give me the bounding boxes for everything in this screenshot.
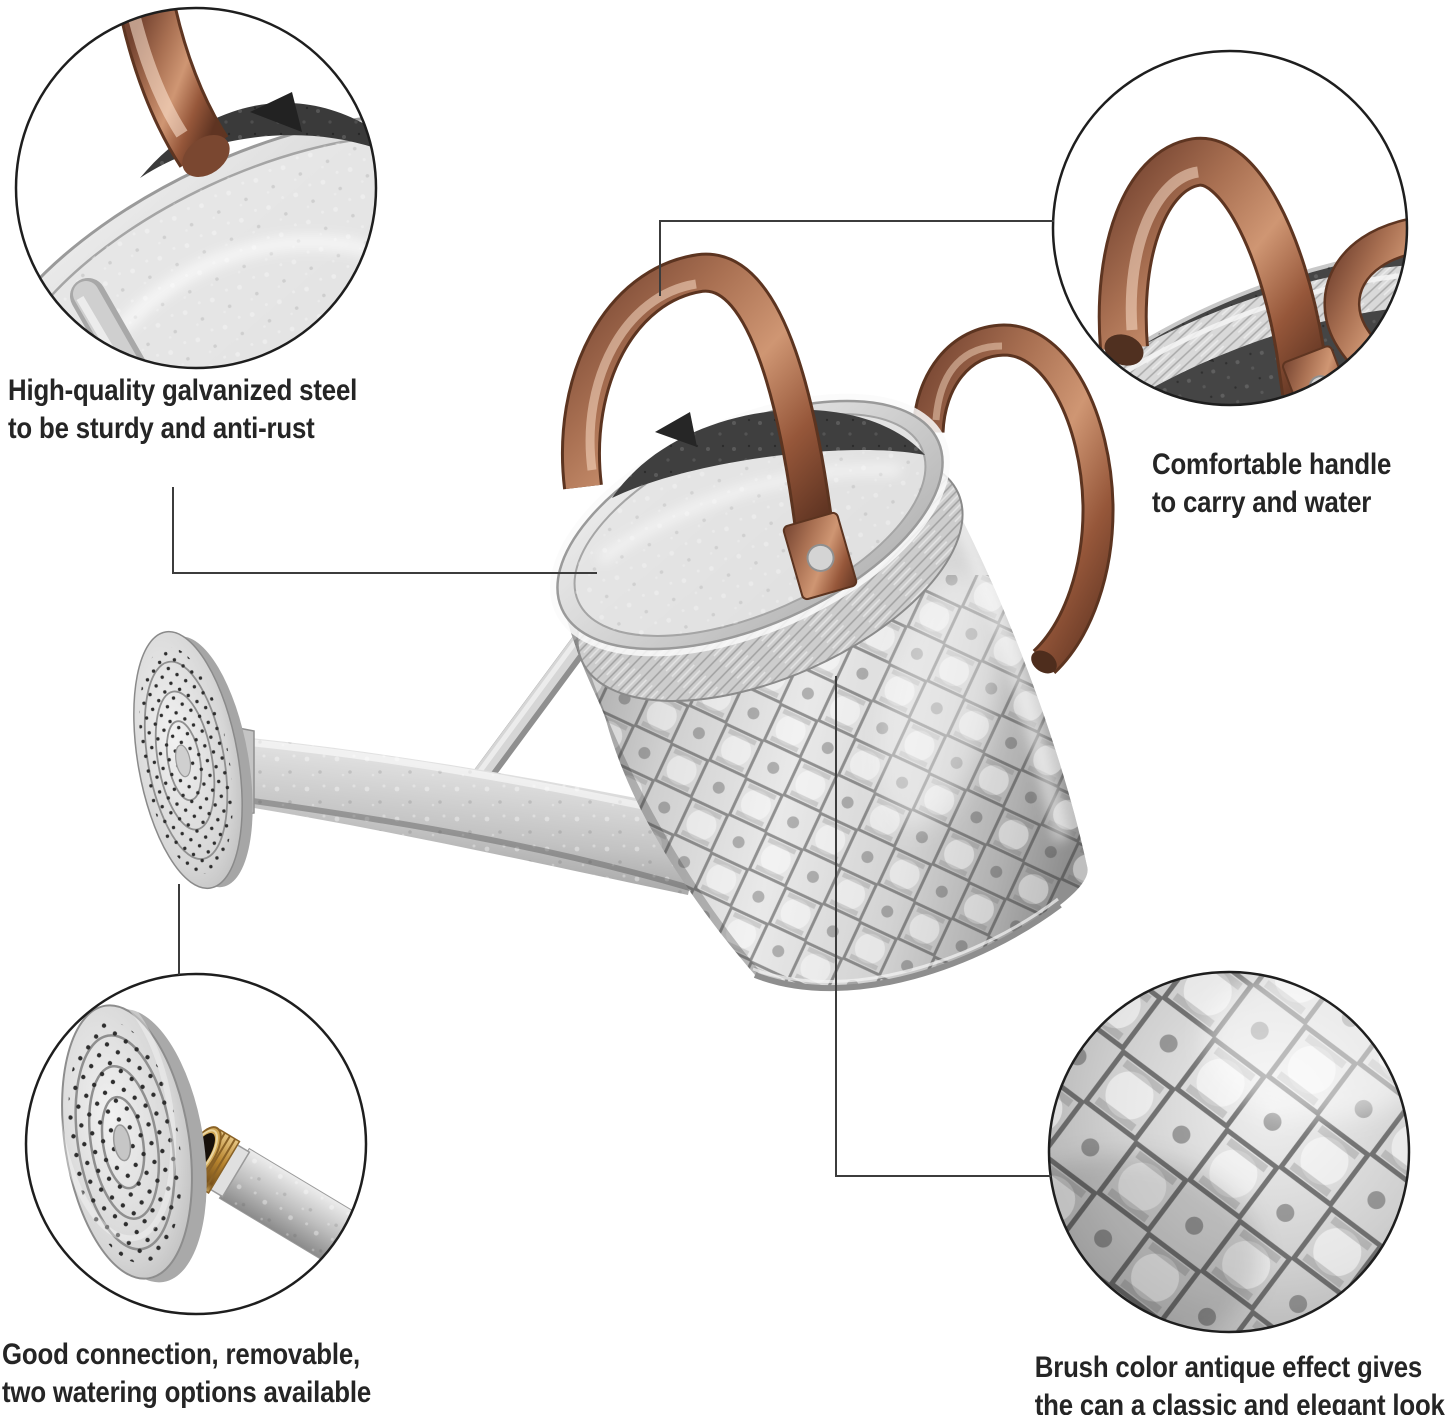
zoom-circle-texture: [1047, 970, 1411, 1334]
zoomed-comfort-handle: [1097, 136, 1331, 396]
zoom-circle-can-top: [14, 6, 378, 370]
callout-galvanized-steel: High-quality galvanized steel to be stur…: [8, 372, 357, 448]
back-handle: [911, 323, 1115, 675]
callout-line: to carry and water: [1152, 486, 1372, 519]
sprinkler-rose: [133, 630, 253, 890]
can-top-surface: [550, 393, 950, 657]
callout-antique-finish: Brush color antique effect gives the can…: [1035, 1349, 1445, 1415]
magnifier-ring-top-left: [14, 6, 378, 370]
bottom-rim: [753, 902, 1062, 992]
rivet: [806, 543, 835, 572]
handle-bracket: [782, 511, 858, 601]
leader-galvanized: [172, 487, 597, 574]
top-handle: [560, 252, 858, 601]
callout-line: Brush color antique effect gives: [1035, 1351, 1423, 1384]
leader-finish: [835, 676, 1051, 1177]
callout-line: the can a classic and elegant look: [1035, 1389, 1445, 1415]
zoom-circle-connection: [24, 972, 368, 1316]
callout-line: two watering options available: [2, 1376, 372, 1409]
zoomed-sprinkler-rose: [52, 985, 207, 1283]
callout-line: High-quality galvanized steel: [8, 374, 358, 407]
callout-line: to be sturdy and anti-rust: [8, 412, 315, 445]
leader-handle: [659, 220, 1054, 296]
callout-line: Comfortable handle: [1152, 448, 1392, 481]
magnifier-ring-top-right: [1051, 49, 1409, 407]
callout-good-connection: Good connection, removable, two watering…: [2, 1336, 371, 1412]
magnifier-ring-bottom-right: [1047, 970, 1411, 1334]
zoomed-top-handle: [117, 8, 230, 177]
callout-comfortable-handle: Comfortable handle to carry and water: [1152, 446, 1391, 522]
magnifier-ring-bottom-left: [24, 972, 368, 1316]
spout-tube: [227, 725, 706, 895]
callout-line: Good connection, removable,: [2, 1338, 361, 1371]
